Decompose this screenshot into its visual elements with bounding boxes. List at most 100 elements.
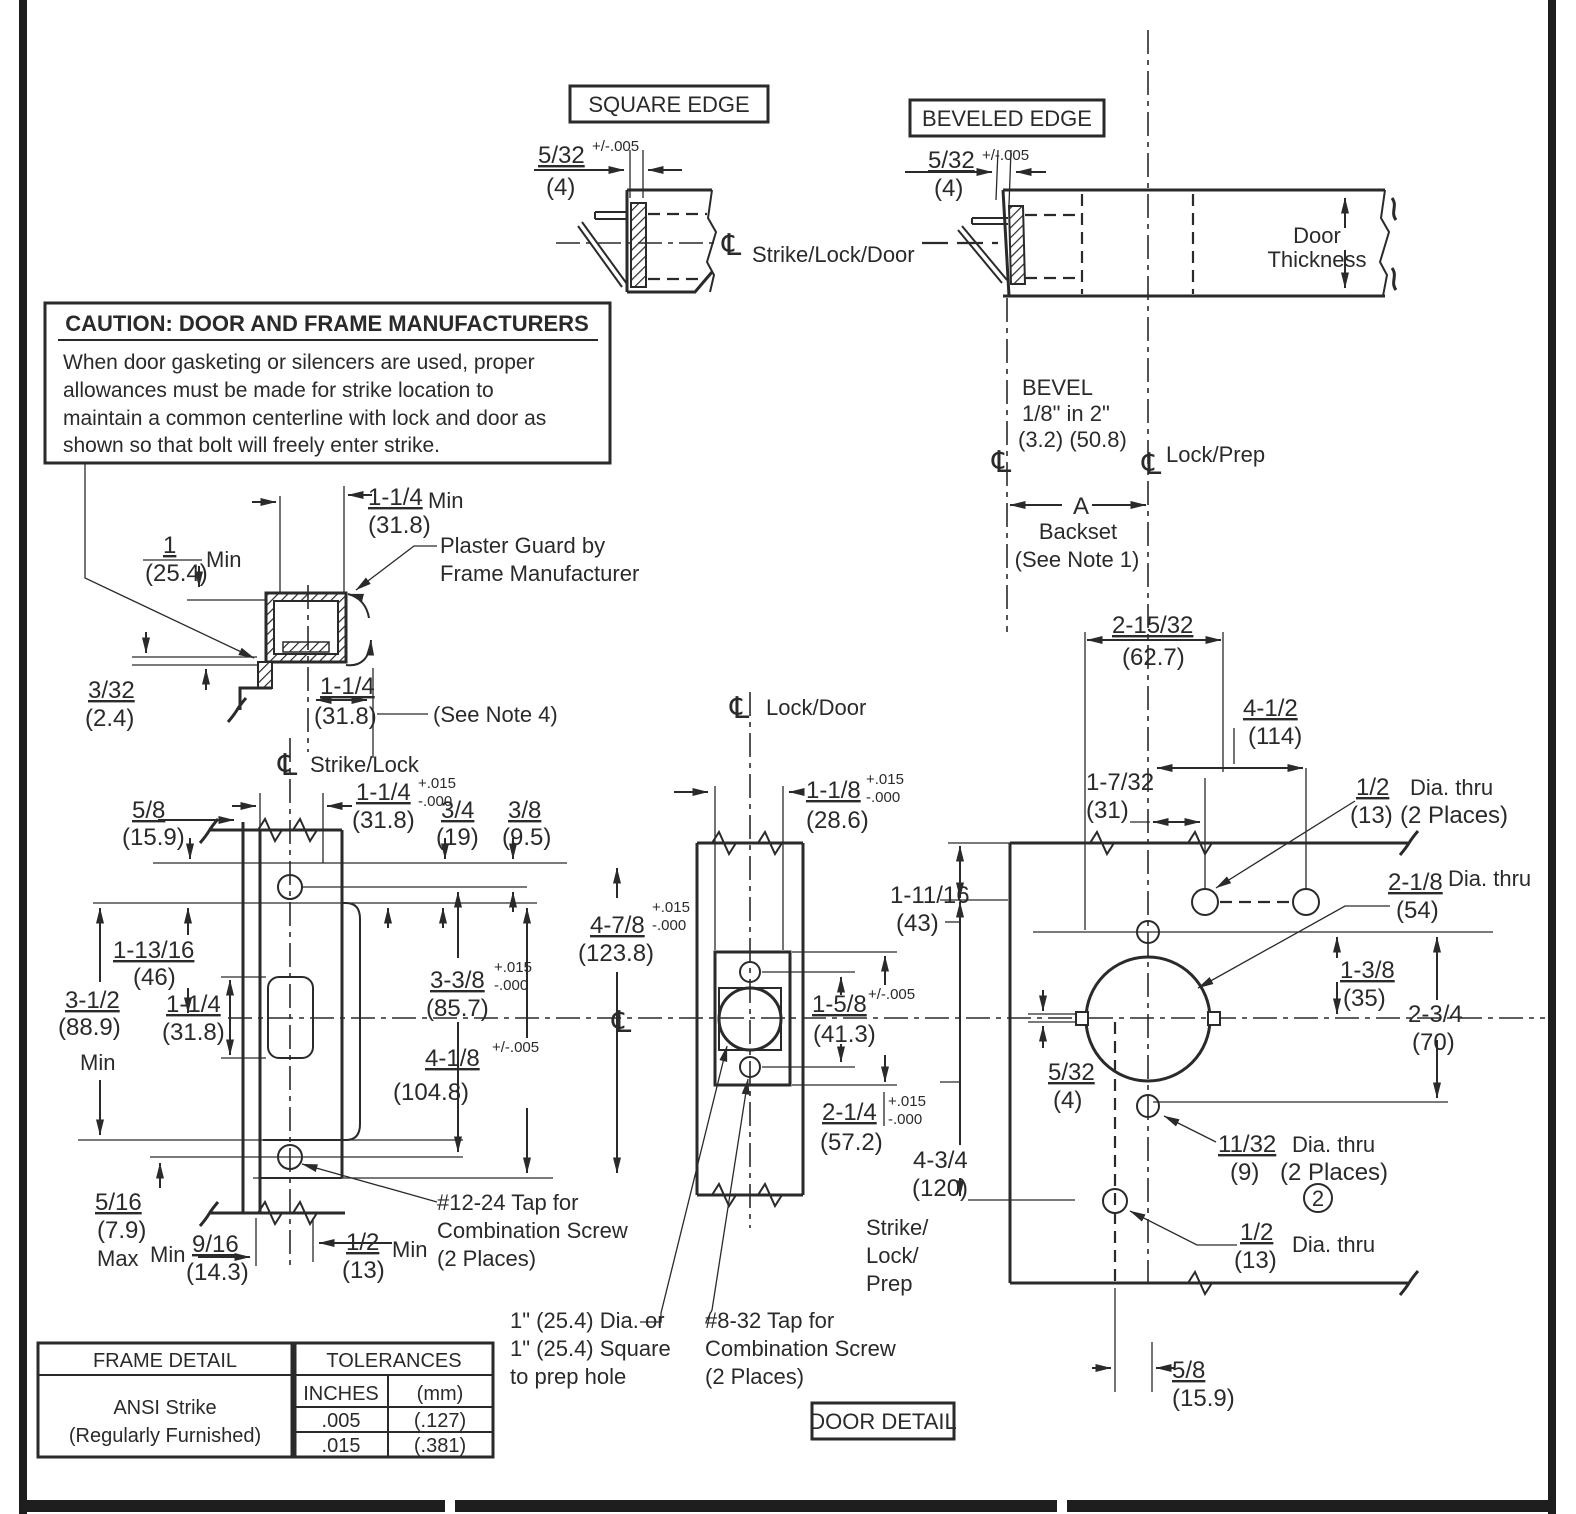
dim-3-8-mm: (9.5) xyxy=(502,824,551,851)
dim-4-3-4-mm: (120) xyxy=(912,1175,968,1202)
dim-4-1-2: 4-1/2 xyxy=(1243,695,1298,722)
strike-lock-prep-1: Strike/ xyxy=(866,1215,929,1240)
dim-1-1-8-tp: +.015 xyxy=(866,771,904,788)
caution-line-3: maintain a common centerline with lock a… xyxy=(63,407,546,430)
dim-5-32-door-mm: (4) xyxy=(1053,1087,1082,1114)
lock-prep-label: Lock/Prep xyxy=(1166,442,1265,467)
beveled-edge-title: BEVELED EDGE xyxy=(922,106,1092,131)
dim-1-11-16-mm: (43) xyxy=(896,910,939,937)
note-2-circled: 2 xyxy=(1312,1186,1324,1211)
dim-3-1-2-mm: (88.9) xyxy=(58,1014,121,1041)
dim-5-16: 5/16 xyxy=(95,1189,142,1216)
strike-lock-door-label: Strike/Lock/Door xyxy=(752,242,915,267)
dim-9-16-prefix: Min xyxy=(150,1242,185,1267)
backset-note: (See Note 1) xyxy=(1015,547,1140,572)
square-edge-dim: 5/32 xyxy=(538,142,585,169)
square-edge-detail: SQUARE EDGE 5/32 +/-.005 (4) xyxy=(534,84,770,294)
dim-1-2-min-suffix: Min xyxy=(392,1237,427,1262)
dia-1-2-bot-mm: (13) xyxy=(1234,1247,1277,1274)
dim-1-min-suffix: Min xyxy=(206,547,241,572)
dim-1-1-4-note4: 1-1/4 xyxy=(320,673,375,700)
bevel-l3: (3.2) (50.8) xyxy=(1018,427,1127,452)
beveled-edge-detail: BEVELED EDGE 5/32 +/-.005 (4) Door Thick… xyxy=(905,98,1398,298)
bevel-l1: BEVEL xyxy=(1022,375,1093,400)
see-note-4: (See Note 4) xyxy=(433,702,558,727)
centerline-symbol: ℄ xyxy=(611,1005,631,1040)
dim-3-4: 3/4 xyxy=(441,797,474,824)
tolerance-row1-mm: (.127) xyxy=(414,1410,466,1432)
dim-4-1-2-mm: (114) xyxy=(1248,723,1302,750)
caution-box: CAUTION: DOOR AND FRAME MANUFACTURERS Wh… xyxy=(43,301,612,659)
dim-1-13-16-mm: (46) xyxy=(133,964,176,991)
dia-2-1-8-mm: (54) xyxy=(1396,897,1439,924)
plaster-guard-label-1: Plaster Guard by xyxy=(440,533,605,558)
dim-1-1-8: 1-1/8 xyxy=(806,777,861,804)
tolerances-table: TOLERANCES INCHES (mm) .005 (.127) .015 … xyxy=(293,1341,495,1459)
dim-1-1-4-note4-mm: (31.8) xyxy=(314,703,377,730)
square-edge-mm: (4) xyxy=(546,174,575,201)
dim-1-1-8-tb: -.000 xyxy=(866,789,900,806)
centerline-symbol: ℄ xyxy=(991,445,1011,480)
dia-1-2-top-places: (2 Places) xyxy=(1400,802,1508,829)
plaster-guard-detail: 1-1/4 Min (31.8) 1 (25.4) Min Plaster Gu… xyxy=(85,484,639,758)
frame-strike-detail: ℄ Strike/Lock 5/8 (15.9) xyxy=(58,738,690,1286)
frame-detail-line-1: ANSI Strike xyxy=(113,1397,216,1419)
caution-title: CAUTION: DOOR AND FRAME MANUFACTURERS xyxy=(65,311,589,336)
door-detail-title: DOOR DETAIL xyxy=(809,1409,957,1434)
dim-3-3-8-tp: +.015 xyxy=(494,959,532,976)
dia-1-2-bot: 1/2 xyxy=(1240,1219,1273,1246)
centerline-symbol: ℄ xyxy=(721,228,741,263)
dim-5-8-door: 5/8 xyxy=(1172,1357,1205,1384)
dia-1-2-top-label: Dia. thru xyxy=(1410,775,1493,800)
square-edge-tol: +/-.005 xyxy=(592,138,639,155)
dim-1-1-8-mm: (28.6) xyxy=(806,807,869,834)
dim-2-3-4-mm: (70) xyxy=(1412,1029,1455,1056)
caution-line-4: shown so that bolt will freely enter str… xyxy=(63,434,440,457)
dia-11-32-places: (2 Places) xyxy=(1280,1159,1388,1186)
centerline-symbol: ℄ xyxy=(1141,447,1161,482)
prep-hole-line-2: 1" (25.4) Square xyxy=(510,1336,671,1361)
dim-2-1-4-tp: +.015 xyxy=(888,1093,926,1110)
door-detail: 2-15/32 (62.7) 4-1/2 (114) 1-7/32 (31) 1… xyxy=(809,612,1531,1441)
dim-1-5-8: 1-5/8 xyxy=(812,991,867,1018)
centerline-symbol: ℄ xyxy=(729,691,749,726)
frame-detail-header: FRAME DETAIL xyxy=(93,1350,237,1372)
dia-11-32: 11/32 xyxy=(1218,1131,1276,1158)
dim-1-7-32: 1-7/32 xyxy=(1086,769,1154,796)
dim-2-15-32: 2-15/32 xyxy=(1112,612,1193,639)
square-edge-title: SQUARE EDGE xyxy=(588,92,749,117)
dim-2-1-4-mm: (57.2) xyxy=(820,1129,883,1156)
prep-hole-line-3: to prep hole xyxy=(510,1364,626,1389)
dim-1-3-8-mm: (35) xyxy=(1343,985,1386,1012)
dim-1-7-32-mm: (31) xyxy=(1086,797,1129,824)
dim-3-32-mm: (2.4) xyxy=(85,705,134,732)
dim-3-8: 3/8 xyxy=(508,797,541,824)
dim-1-1-4-strike-mm: (31.8) xyxy=(352,807,415,834)
strike-lock-door-centerline: ℄ Strike/Lock/Door xyxy=(556,228,998,267)
tap-8-32-line-1: #8-32 Tap for xyxy=(705,1308,834,1333)
dim-3-32: 3/32 xyxy=(88,677,135,704)
beveled-edge-dim: 5/32 xyxy=(928,147,975,174)
tolerances-col-inches: INCHES xyxy=(303,1383,379,1405)
dim-3-1-2: 3-1/2 xyxy=(65,987,120,1014)
dim-5-8-door-mm: (15.9) xyxy=(1172,1385,1235,1412)
dim-1-1-4-strike-tp: +.015 xyxy=(418,775,456,792)
frame-detail-table: FRAME DETAIL ANSI Strike (Regularly Furn… xyxy=(36,1341,294,1459)
dim-4-7-8-tp: +.015 xyxy=(652,899,690,916)
dim-4-3-4: 4-3/4 xyxy=(913,1147,968,1174)
tolerance-row2-inches: .015 xyxy=(322,1435,361,1457)
backset-label: Backset xyxy=(1039,519,1117,544)
tolerances-header: TOLERANCES xyxy=(326,1350,461,1372)
tap-12-24-line-2: Combination Screw xyxy=(437,1218,628,1243)
dim-1-3-8: 1-3/8 xyxy=(1340,957,1395,984)
dia-11-32-mm: (9) xyxy=(1230,1159,1259,1186)
dim-2-1-4: 2-1/4 xyxy=(822,1099,877,1126)
lock-door-cl-label: Lock/Door xyxy=(766,695,866,720)
dim-2-15-32-mm: (62.7) xyxy=(1122,644,1185,671)
tap-8-32-line-2: Combination Screw xyxy=(705,1336,896,1361)
dim-4-1-8-tol: +/-.005 xyxy=(492,1039,539,1056)
dia-1-2-top: 1/2 xyxy=(1356,774,1389,801)
dim-4-7-8: 4-7/8 xyxy=(590,912,645,939)
dim-3-3-8-tb: -.000 xyxy=(494,977,528,994)
dim-3-1-2-suffix: Min xyxy=(80,1050,115,1075)
